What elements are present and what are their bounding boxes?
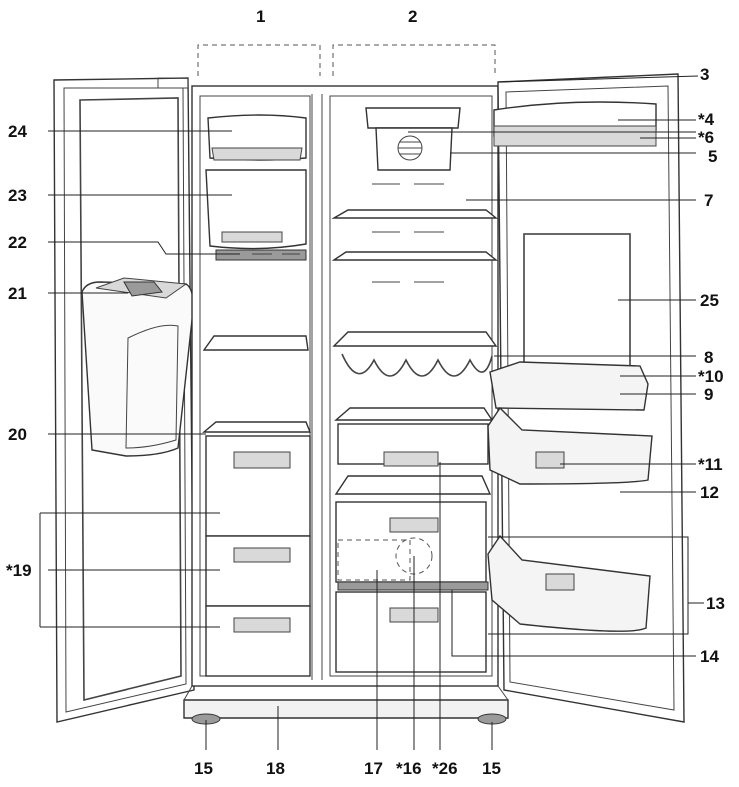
label-15-right: 15	[482, 759, 501, 778]
label-8: 8	[704, 348, 713, 367]
label-19: *19	[6, 561, 32, 580]
zone-markers	[197, 44, 496, 76]
fridge-door	[487, 73, 685, 723]
label-14: 14	[700, 647, 719, 666]
label-17: 17	[364, 759, 383, 778]
label-2: 2	[408, 7, 417, 26]
label-15-left: 15	[194, 759, 213, 778]
label-13: 13	[706, 594, 725, 613]
label-7: 7	[704, 191, 713, 210]
label-3: 3	[700, 65, 709, 84]
label-24: 24	[8, 122, 27, 141]
ice-water-dispenser	[81, 277, 194, 457]
label-16: *16	[396, 759, 422, 778]
label-10: *10	[698, 367, 724, 386]
label-4: *4	[698, 110, 715, 129]
label-6: *6	[698, 128, 714, 147]
freezer-interior	[202, 114, 312, 677]
label-5: 5	[708, 147, 717, 166]
label-23: 23	[8, 186, 27, 205]
label-18: 18	[266, 759, 285, 778]
label-26: *26	[432, 759, 458, 778]
label-25: 25	[700, 291, 719, 310]
leader-lines	[39, 75, 704, 750]
label-12: 12	[700, 483, 719, 502]
part-labels: 1 2 3 *4 *6 5 7 25 8 *10 9 *11 12 13 14 …	[6, 7, 725, 778]
label-22: 22	[8, 233, 27, 252]
label-21: 21	[8, 284, 27, 303]
label-11: *11	[698, 455, 723, 474]
label-1: 1	[256, 7, 265, 26]
label-20: 20	[8, 425, 27, 444]
label-9: 9	[704, 385, 713, 404]
